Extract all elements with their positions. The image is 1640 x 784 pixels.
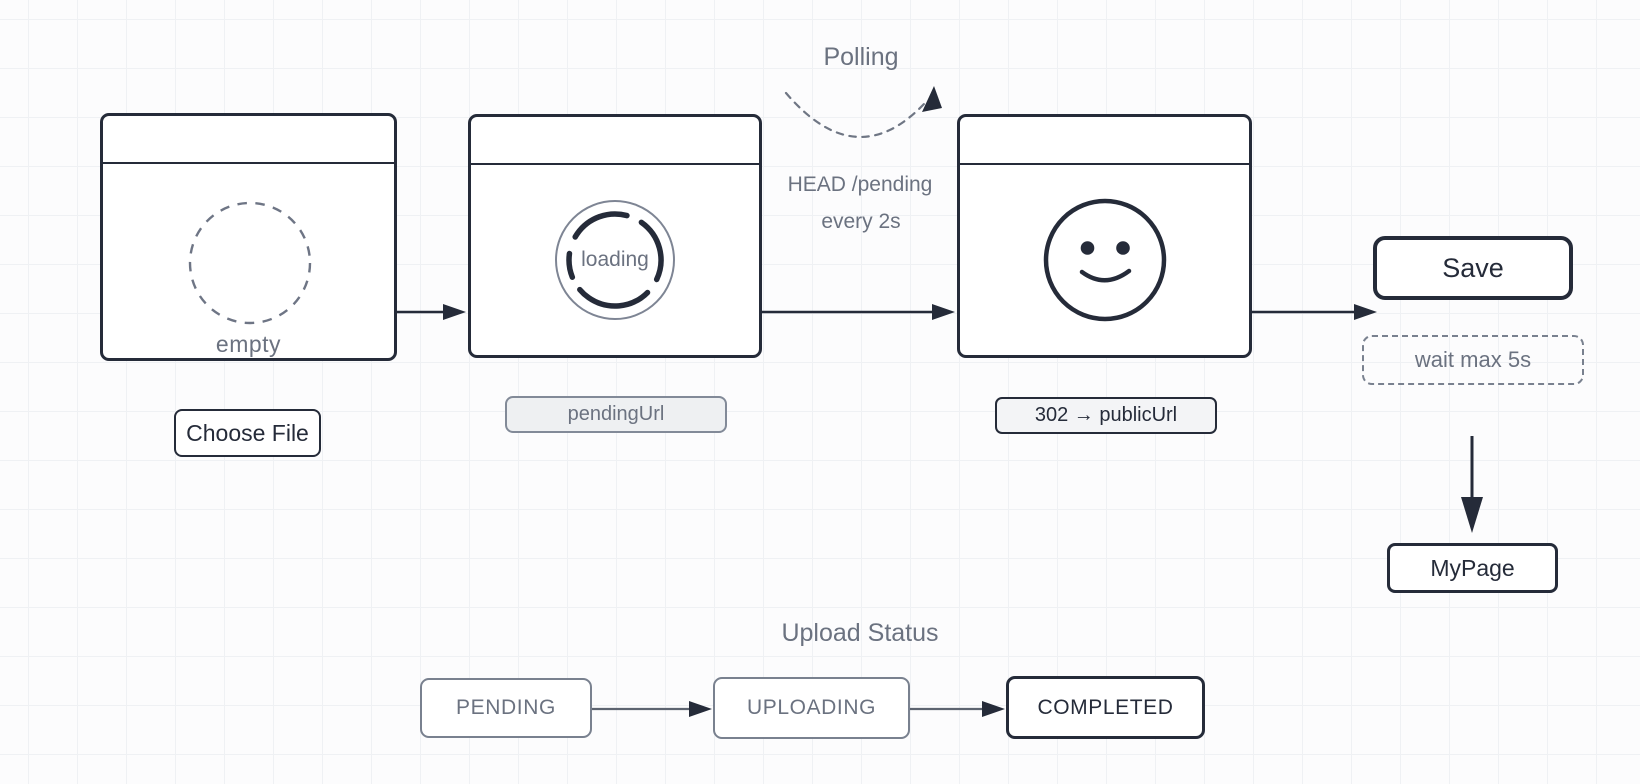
polling-curve-arrow xyxy=(784,86,942,138)
arrow-step2-step3 xyxy=(762,304,955,320)
choose-file-button: Choose File xyxy=(174,409,321,457)
polling-title: Polling xyxy=(823,43,899,71)
arrow-step1-step2 xyxy=(397,304,466,320)
window-titlebar xyxy=(103,116,394,164)
browser-window-success xyxy=(957,114,1252,358)
status-title: Upload Status xyxy=(781,619,939,647)
wait-note: wait max 5s xyxy=(1362,335,1584,385)
state-pending: PENDING xyxy=(420,678,592,738)
browser-window-empty: empty xyxy=(100,113,397,361)
arrow-step3-save xyxy=(1252,304,1377,320)
polling-detail-line1: HEAD /pending xyxy=(787,173,933,196)
window-titlebar xyxy=(960,117,1249,165)
arrow-pending-uploading xyxy=(592,701,712,717)
pending-url-badge: pendingUrl xyxy=(505,396,727,433)
state-uploading: UPLOADING xyxy=(713,677,910,739)
arrow-uploading-completed xyxy=(910,701,1005,717)
state-completed: COMPLETED xyxy=(1006,676,1205,739)
spinner-icon xyxy=(555,200,675,320)
redirect-badge: 302 → publicUrl xyxy=(995,397,1217,434)
polling-detail-line2: every 2s xyxy=(821,210,901,233)
arrow-save-mypage xyxy=(1461,436,1483,533)
mypage-box: MyPage xyxy=(1387,543,1558,593)
save-button: Save xyxy=(1373,236,1573,300)
smiley-icon xyxy=(1043,198,1167,322)
empty-caption: empty xyxy=(215,331,282,357)
dashed-circle-icon xyxy=(188,201,312,325)
window-titlebar xyxy=(471,117,759,165)
browser-window-loading: loading xyxy=(468,114,762,358)
loading-caption: loading xyxy=(581,248,649,271)
